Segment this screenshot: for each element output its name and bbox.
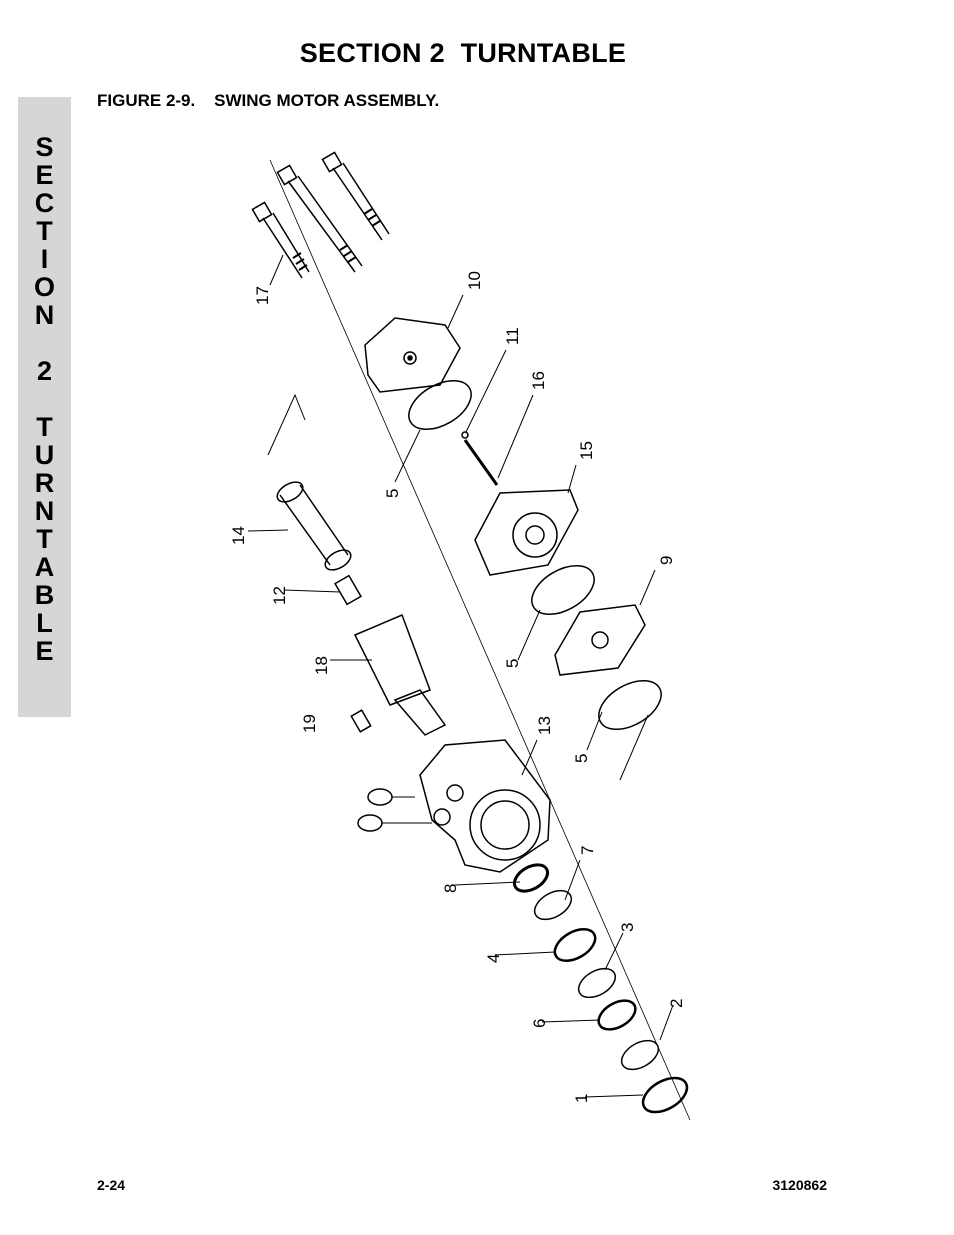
side-tab-letter: A <box>34 552 55 582</box>
swing-motor-exploded-diagram: 17 10 11 16 15 5 14 12 18 9 5 19 13 5 7 … <box>229 151 691 1121</box>
side-tab-letter: 2 <box>36 356 53 386</box>
side-tab-letter: T <box>36 524 53 554</box>
bolt-part <box>251 201 310 279</box>
fitting-part <box>367 788 393 806</box>
ring-part <box>620 1039 660 1071</box>
drive-shaft-part <box>276 481 352 571</box>
callout-3: 3 <box>618 923 637 932</box>
spacer-part <box>334 574 362 606</box>
side-tab-letter: N <box>34 496 55 526</box>
callout-2: 2 <box>667 999 686 1008</box>
document-number: 3120862 <box>772 1177 827 1193</box>
callout-13: 13 <box>535 716 554 735</box>
callout-16: 16 <box>529 371 548 390</box>
bolt-part <box>321 151 390 241</box>
fitting-part <box>357 814 383 832</box>
callout-7: 7 <box>578 846 597 855</box>
side-tab-letter: O <box>33 272 55 302</box>
assembly-axis-line <box>269 159 691 1121</box>
output-shaft-part <box>353 614 447 736</box>
leader-line <box>267 393 306 456</box>
callout-5: 5 <box>383 489 402 498</box>
side-tab-letter: R <box>34 468 55 498</box>
callout-5: 5 <box>503 659 522 668</box>
side-tab-letter: E <box>35 636 54 666</box>
section-title: SECTION 2 TURNTABLE <box>299 38 627 68</box>
callout-1: 1 <box>572 1094 591 1103</box>
callout-12: 12 <box>270 586 289 605</box>
housing-part <box>419 739 551 873</box>
geroler-part <box>474 489 579 576</box>
wear-plate-part <box>554 604 646 676</box>
key-part <box>350 709 372 733</box>
side-tab-letter: E <box>35 160 54 190</box>
side-tab-letter: T <box>36 412 53 442</box>
roll-pin-part <box>463 439 499 486</box>
figure-caption: FIGURE 2-9. SWING MOTOR ASSEMBLY. <box>97 91 440 110</box>
side-tab-letter: C <box>34 188 55 218</box>
callout-18: 18 <box>312 656 331 675</box>
washer-part <box>533 889 573 921</box>
callout-11: 11 <box>503 327 522 345</box>
side-tab-letter: B <box>34 580 55 610</box>
bolt-part <box>276 164 363 273</box>
o-ring-part <box>598 679 662 731</box>
side-tab-letter: S <box>35 132 54 162</box>
section-side-tab: S E C T I O N 2 T U R N T A B L E <box>18 97 71 717</box>
side-tab-letter: U <box>34 440 55 470</box>
callout-9: 9 <box>657 556 676 565</box>
o-ring-part <box>408 379 472 431</box>
side-tab-letter: I <box>40 244 49 274</box>
nut-part <box>597 999 637 1031</box>
side-tab-letter: N <box>34 300 55 330</box>
o-ring-part <box>531 564 595 616</box>
callout-17: 17 <box>253 286 272 305</box>
ring-part <box>577 967 617 999</box>
callout-14: 14 <box>229 526 248 545</box>
bearing-part <box>512 863 550 893</box>
pin-part <box>461 431 469 439</box>
end-cover-part <box>364 317 461 393</box>
callout-6: 6 <box>530 1019 549 1028</box>
callout-15: 15 <box>577 441 596 460</box>
callout-19: 19 <box>300 714 319 733</box>
page-number: 2-24 <box>97 1177 126 1193</box>
seal-part <box>641 1076 689 1114</box>
callout-4: 4 <box>484 954 503 963</box>
side-tab-letter: T <box>36 216 53 246</box>
callout-10: 10 <box>465 271 484 290</box>
callout-5: 5 <box>572 754 591 763</box>
callout-8: 8 <box>441 884 460 893</box>
leader-lines <box>247 254 674 1098</box>
seal-part <box>553 928 597 962</box>
side-tab-letter: L <box>36 608 53 638</box>
